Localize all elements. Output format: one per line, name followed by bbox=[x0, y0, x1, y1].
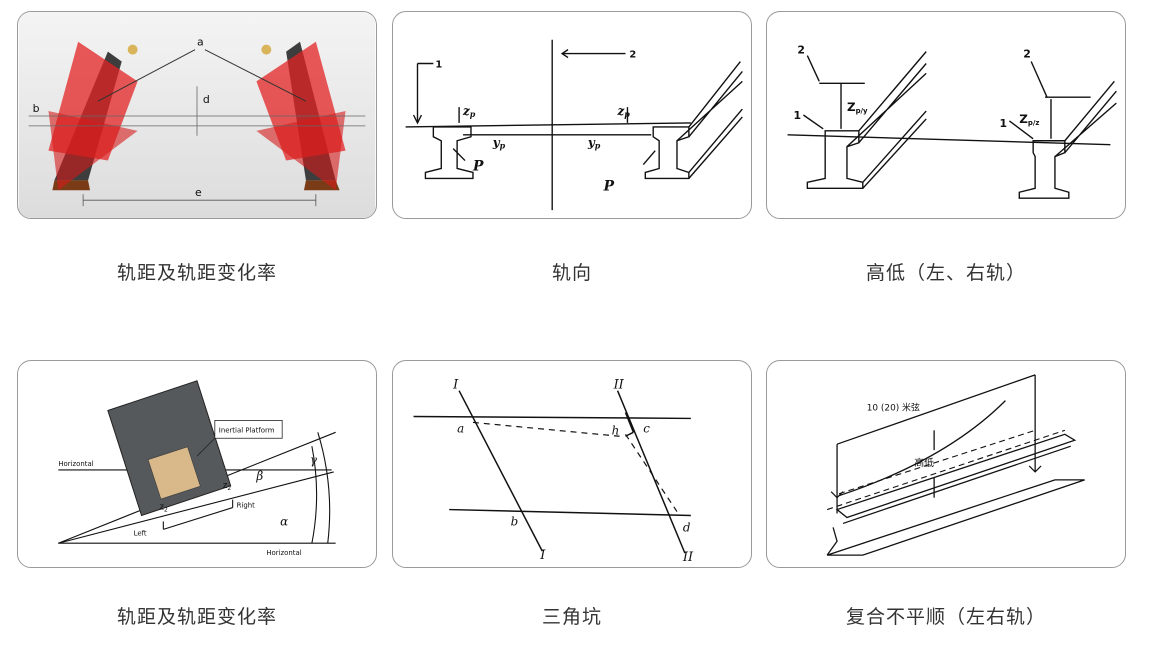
panel-vertical-profile: 2 2 1 1 Zp/y Zp/z bbox=[766, 11, 1126, 219]
label-right: Right bbox=[237, 502, 256, 510]
panel-combined-irregularity: 10 (20) 米弦 高低 bbox=[766, 360, 1126, 568]
label-horizontal-top: Horizontal bbox=[58, 460, 93, 468]
label-b: b bbox=[33, 102, 40, 115]
panel-alignment: 1 2 zp zp yp yp P P bbox=[392, 11, 752, 219]
label-zp-left: zp bbox=[462, 104, 476, 119]
label-2-right: 2 bbox=[1023, 48, 1031, 61]
label-P-right: P bbox=[603, 178, 615, 194]
label-d: d bbox=[203, 93, 210, 106]
label-beta: β bbox=[255, 469, 263, 483]
label-I-top: I bbox=[452, 378, 459, 393]
label-z2-left: z2 bbox=[159, 503, 168, 514]
caption-panel-1: 轨距及轨距变化率 bbox=[116, 262, 277, 284]
twist-diagram: I I II II a b c d h bbox=[413, 378, 694, 565]
label-inertial-platform: Inertial Platform bbox=[219, 426, 275, 434]
label-c: c bbox=[643, 421, 650, 435]
label-II-top: II bbox=[613, 378, 625, 393]
label-1: 1 bbox=[435, 59, 442, 70]
label-a: a bbox=[197, 36, 204, 49]
label-z2-right: z2 bbox=[223, 481, 232, 492]
label-yp-left: yp bbox=[492, 136, 506, 151]
panel-gauge-photo: a b d e bbox=[17, 11, 377, 219]
caption-panel-4: 轨距及轨距变化率 bbox=[116, 606, 277, 628]
inertial-label-box bbox=[214, 420, 283, 439]
panel-twist: I I II II a b c d h bbox=[392, 360, 752, 568]
label-e: e bbox=[195, 186, 202, 199]
gauge-laser-illustration: a b d e bbox=[18, 12, 376, 218]
inertial-platform-diagram: Inertial Platform Horizontal Horizontal … bbox=[58, 380, 336, 557]
alignment-diagram: 1 2 zp zp yp yp P P bbox=[405, 39, 743, 211]
vertical-profile-diagram: 2 2 1 1 Zp/y Zp/z bbox=[787, 44, 1117, 199]
label-1-left: 1 bbox=[793, 109, 801, 122]
combined-irregularity-diagram: 10 (20) 米弦 高低 bbox=[826, 374, 1085, 556]
label-d: d bbox=[683, 520, 691, 534]
label-2: 2 bbox=[629, 50, 636, 61]
label-zp-right: zp bbox=[617, 104, 631, 119]
label-height: 高低 bbox=[914, 456, 934, 469]
label-zpy-right: Zp/z bbox=[1019, 112, 1039, 127]
label-II-bottom: II bbox=[682, 550, 694, 565]
caption-panel-2: 轨向 bbox=[551, 262, 592, 284]
label-yp-right: yp bbox=[587, 136, 601, 151]
right-rail bbox=[256, 41, 346, 191]
label-a: a bbox=[457, 421, 464, 435]
caption-panel-3: 高低（左、右轨） bbox=[865, 262, 1026, 284]
vehicle-body bbox=[107, 380, 232, 517]
label-horizontal-bottom: Horizontal bbox=[266, 549, 301, 557]
label-zpy-left: Zp/y bbox=[847, 100, 868, 115]
label-I-bottom: I bbox=[539, 548, 546, 563]
label-2-left: 2 bbox=[797, 44, 805, 57]
caption-panel-6: 复合不平顺（左右轨） bbox=[845, 606, 1046, 628]
platform-box bbox=[147, 446, 201, 500]
panel-inertial-platform: Inertial Platform Horizontal Horizontal … bbox=[17, 360, 377, 568]
label-b: b bbox=[511, 514, 519, 528]
label-gamma: γ bbox=[310, 453, 318, 467]
right-sensor-icon bbox=[261, 44, 272, 55]
label-1-right: 1 bbox=[999, 117, 1007, 130]
label-alpha: α bbox=[280, 514, 288, 528]
left-sensor-icon bbox=[127, 44, 138, 55]
label-left: Left bbox=[134, 529, 147, 537]
label-chord: 10 (20) 米弦 bbox=[867, 402, 920, 414]
label-P-left: P bbox=[472, 158, 484, 174]
caption-panel-5: 三角坑 bbox=[541, 606, 602, 628]
label-h: h bbox=[612, 423, 620, 437]
